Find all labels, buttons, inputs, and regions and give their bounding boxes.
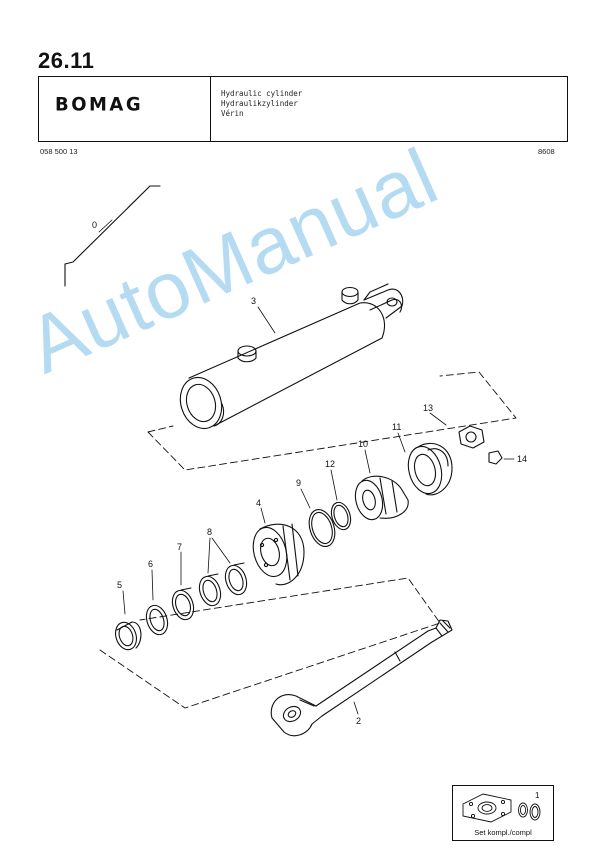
callout-4: 4 — [256, 498, 261, 508]
title-block-divider — [210, 77, 211, 141]
brand-logo: BOMAG — [55, 93, 144, 116]
part-number: 058 500 13 — [40, 147, 78, 156]
nut — [458, 425, 485, 449]
large-o-ring — [308, 509, 336, 547]
title-german: Hydraulikzylinder — [221, 99, 298, 108]
callout-numbers: 0 3 4 5 6 7 8 9 12 10 11 13 14 2 — [92, 220, 527, 726]
callout-9: 9 — [296, 478, 301, 488]
piston-seal-set — [354, 475, 409, 521]
small-o-ring — [330, 501, 352, 531]
title-french: Vérin — [221, 109, 244, 118]
piston — [407, 442, 453, 496]
assembly-bracket-line — [64, 185, 161, 287]
scraper-ring — [115, 621, 142, 651]
title-lines: Hydraulic cylinder Hydraulikzylinder Vér… — [221, 89, 302, 119]
callout-0: 0 — [92, 220, 97, 230]
title-english: Hydraulic cylinder — [221, 89, 303, 98]
seal-kit-label: Set kompl./compl — [474, 828, 532, 837]
seal-kit-item-number: 1 — [535, 791, 540, 800]
section-number: 26.11 — [38, 48, 95, 73]
callout-7: 7 — [177, 542, 182, 552]
callout-8: 8 — [207, 527, 212, 537]
callout-5: 5 — [117, 580, 122, 590]
wiper-rings — [198, 562, 248, 607]
callout-2: 2 — [356, 716, 361, 726]
seal-kit-illustration: 1 — [462, 791, 541, 823]
callout-10: 10 — [358, 439, 368, 449]
piston-rod — [270, 619, 453, 737]
date-code: 8608 — [538, 147, 555, 156]
guide-ring — [171, 587, 195, 621]
rod-seal — [145, 604, 169, 636]
grease-nipple — [488, 450, 503, 465]
leader-lines — [98, 219, 515, 715]
cylinder-head — [252, 523, 305, 586]
seal-kit-box: 1 Set kompl./compl — [452, 785, 554, 841]
upper-group-boundary — [147, 371, 517, 471]
title-block: BOMAG Hydraulic cylinder Hydraulikzylind… — [38, 76, 568, 142]
cylinder-barrel — [179, 283, 404, 430]
callout-13: 13 — [423, 403, 433, 413]
callout-12: 12 — [325, 459, 335, 469]
callout-14: 14 — [517, 454, 527, 464]
lower-group-boundary — [99, 577, 441, 709]
callout-11: 11 — [392, 422, 401, 432]
callout-3: 3 — [251, 296, 256, 306]
callout-6: 6 — [148, 559, 153, 569]
